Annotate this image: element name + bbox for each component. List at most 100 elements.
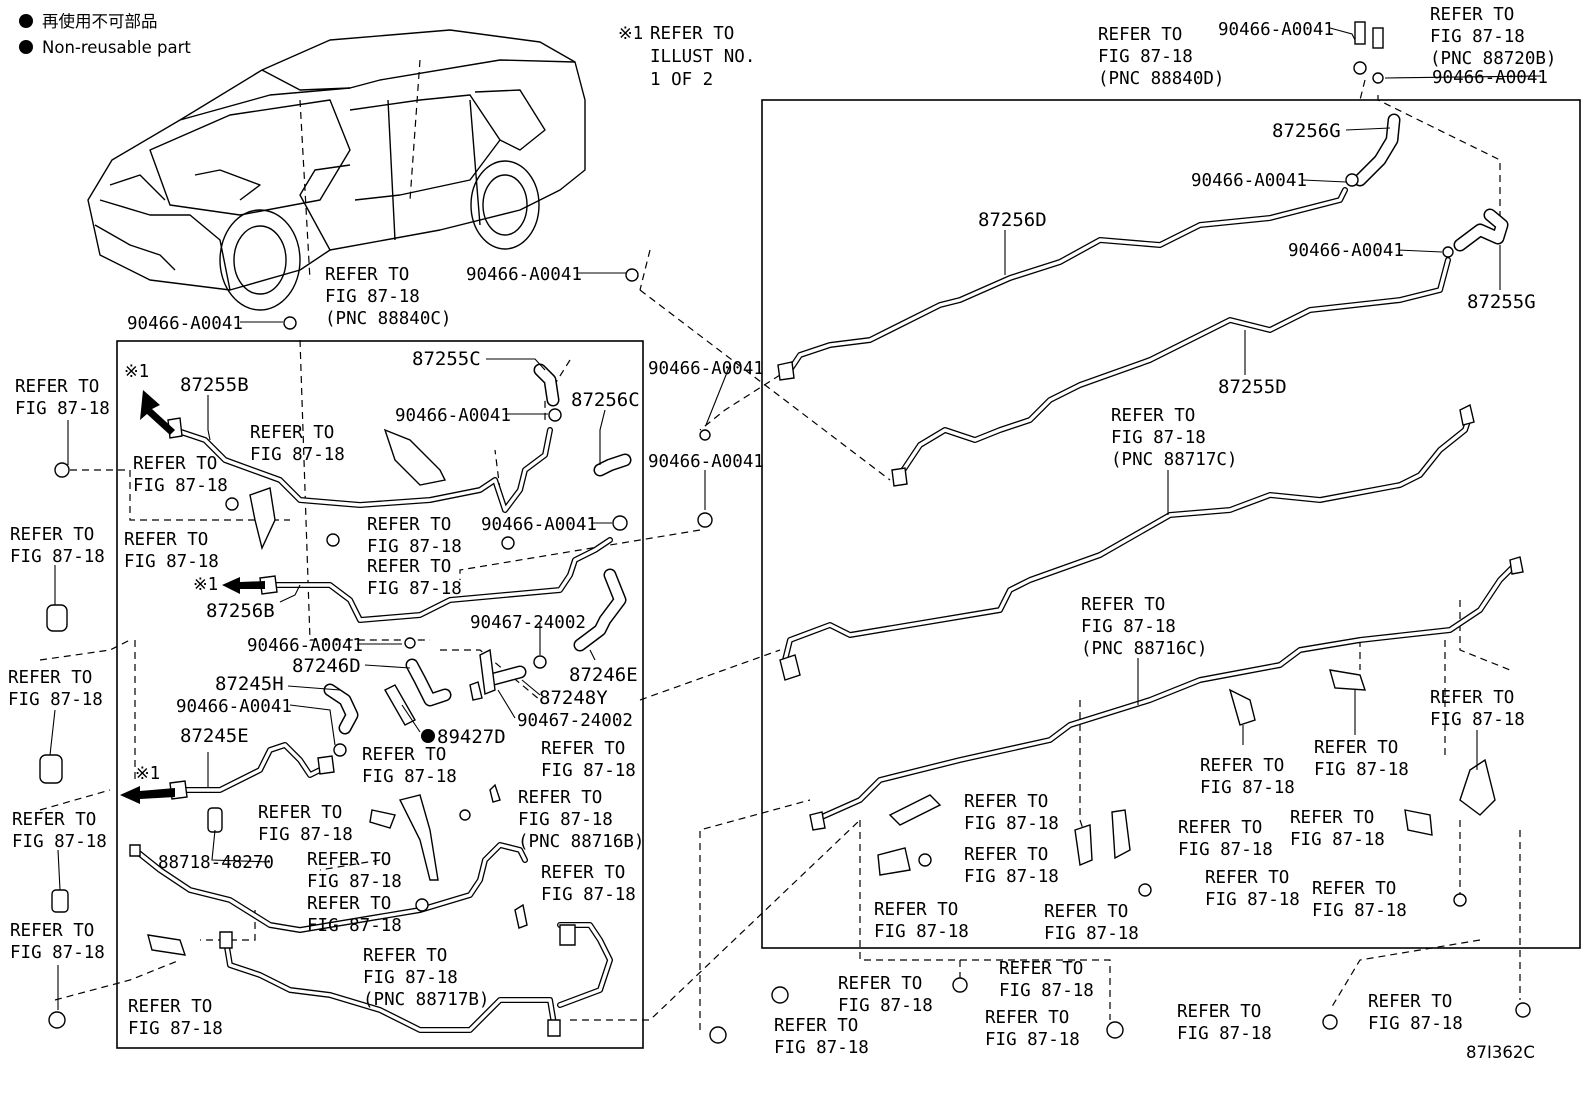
left-detail-frame <box>116 340 644 1049</box>
svg-text:(PNC 88716B): (PNC 88716B) <box>518 832 644 852</box>
non-reusable-dot-icon <box>19 40 33 54</box>
pipes-left <box>132 363 632 1033</box>
svg-text:FIG 87-18: FIG 87-18 <box>1081 617 1176 637</box>
part-label: 90466-A0041 <box>466 265 582 285</box>
svg-text:FIG 87-18: FIG 87-18 <box>15 399 110 419</box>
part-label: 87255C <box>412 348 481 370</box>
legend-japanese: 再使用不可部品 <box>42 12 158 31</box>
svg-text:REFER TO: REFER TO <box>1111 406 1195 426</box>
svg-text:※1: ※1 <box>618 24 643 44</box>
svg-text:REFER TO: REFER TO <box>1044 902 1128 922</box>
svg-text:REFER TO: REFER TO <box>518 788 602 808</box>
svg-text:REFER TO: REFER TO <box>307 894 391 914</box>
svg-text:REFER TO: REFER TO <box>363 946 447 966</box>
svg-text:FIG 87-18: FIG 87-18 <box>838 996 933 1016</box>
svg-text:(PNC 88716C): (PNC 88716C) <box>1081 639 1207 659</box>
part-label: 90466-A0041 <box>648 452 764 472</box>
svg-text:FIG 87-18: FIG 87-18 <box>124 552 219 572</box>
svg-text:REFER TO: REFER TO <box>1312 879 1396 899</box>
svg-text:FIG 87-18: FIG 87-18 <box>985 1030 1080 1050</box>
svg-text:FIG 87-18: FIG 87-18 <box>367 537 462 557</box>
leader-lines <box>49 27 1542 1010</box>
part-label: 89427D <box>437 726 506 748</box>
svg-text:(PNC 88717B): (PNC 88717B) <box>363 990 489 1010</box>
svg-text:FIG 87-18: FIG 87-18 <box>362 767 457 787</box>
legend: 再使用不可部品 Non-reusable part <box>19 12 191 57</box>
part-label: 87256B <box>206 600 275 622</box>
svg-text:FIG 87-18: FIG 87-18 <box>10 547 105 567</box>
svg-text:FIG 87-18: FIG 87-18 <box>133 476 228 496</box>
part-label: 87256C <box>571 389 640 411</box>
mark-1: ※1 <box>135 764 160 784</box>
svg-text:REFER TO: REFER TO <box>985 1008 1069 1028</box>
svg-text:FIG 87-18: FIG 87-18 <box>1430 710 1525 730</box>
svg-text:REFER TO: REFER TO <box>1200 756 1284 776</box>
part-label: 87256G <box>1272 120 1341 142</box>
part-label: 90466-A0041 <box>127 314 243 334</box>
svg-text:REFER TO: REFER TO <box>258 803 342 823</box>
part-label: 90466-A0041 <box>1218 20 1334 40</box>
right-detail-frame <box>761 99 1581 949</box>
svg-text:FIG 87-18: FIG 87-18 <box>874 922 969 942</box>
svg-text:FIG 87-18: FIG 87-18 <box>1044 924 1139 944</box>
svg-text:FIG 87-18: FIG 87-18 <box>1177 1024 1272 1044</box>
svg-text:REFER TO: REFER TO <box>541 863 625 883</box>
svg-text:REFER TO: REFER TO <box>964 792 1048 812</box>
part-label: 87245H <box>215 673 284 695</box>
part-label: 90466-A0041 <box>1432 68 1548 88</box>
svg-text:(PNC 88840D): (PNC 88840D) <box>1098 69 1224 89</box>
note-illust: ※1 REFER TO ILLUST NO. 1 OF 2 <box>618 24 755 90</box>
svg-text:FIG 87-18: FIG 87-18 <box>518 810 613 830</box>
svg-text:REFER TO: REFER TO <box>250 423 334 443</box>
svg-text:REFER TO: REFER TO <box>1368 992 1452 1012</box>
part-label: 88718-48270 <box>158 853 274 873</box>
svg-text:FIG 87-18: FIG 87-18 <box>999 981 1094 1001</box>
svg-text:FIG 87-18: FIG 87-18 <box>367 579 462 599</box>
arrow-icon <box>120 390 265 804</box>
svg-text:ILLUST NO.: ILLUST NO. <box>650 47 755 67</box>
svg-text:FIG 87-18: FIG 87-18 <box>1290 830 1385 850</box>
svg-text:REFER TO: REFER TO <box>1081 595 1165 615</box>
clip-icon <box>39 361 1524 1037</box>
svg-text:FIG 87-18: FIG 87-18 <box>258 825 353 845</box>
svg-text:FIG 87-18: FIG 87-18 <box>1205 890 1300 910</box>
svg-text:FIG 87-18: FIG 87-18 <box>541 885 636 905</box>
part-label: 90466-A0041 <box>648 359 764 379</box>
part-label: 87255G <box>1467 291 1536 313</box>
svg-text:REFER TO: REFER TO <box>1430 5 1514 25</box>
svg-text:(PNC 88840C): (PNC 88840C) <box>325 309 451 329</box>
mark-1: ※1 <box>193 575 218 595</box>
svg-text:REFER TO: REFER TO <box>307 850 391 870</box>
svg-text:FIG 87-18: FIG 87-18 <box>1111 428 1206 448</box>
part-label: 87255B <box>180 374 249 396</box>
part-label: 87246D <box>292 655 361 677</box>
svg-text:FIG 87-18: FIG 87-18 <box>325 287 420 307</box>
svg-text:REFER TO: REFER TO <box>8 668 92 688</box>
svg-text:REFER TO: REFER TO <box>1098 25 1182 45</box>
svg-text:FIG 87-18: FIG 87-18 <box>250 445 345 465</box>
